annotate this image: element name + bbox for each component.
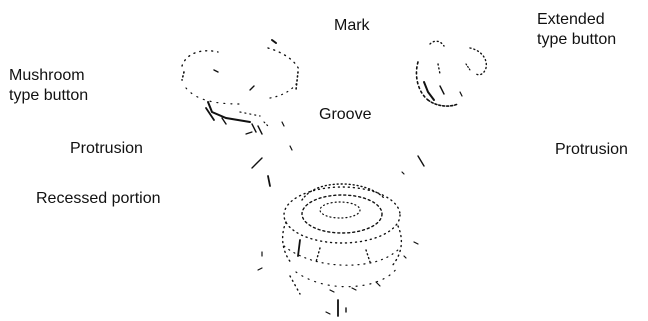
label-protrusion-left: Protrusion (70, 140, 143, 157)
label-groove: Groove (319, 106, 372, 123)
label-extended-line1: Extended (537, 11, 605, 28)
label-mark: Mark (334, 17, 370, 34)
leader-lines (245, 131, 425, 187)
label-mushroom-line1: Mushroom (9, 67, 85, 84)
label-protrusion-right: Protrusion (555, 141, 628, 158)
mushroom-button-drawing (181, 39, 301, 135)
base-recess-drawing (257, 183, 419, 317)
extended-button-drawing (415, 40, 487, 107)
label-recessed-portion: Recessed portion (36, 190, 161, 207)
label-extended-line2: type button (537, 31, 617, 48)
label-mushroom-line2: type button (9, 87, 89, 104)
